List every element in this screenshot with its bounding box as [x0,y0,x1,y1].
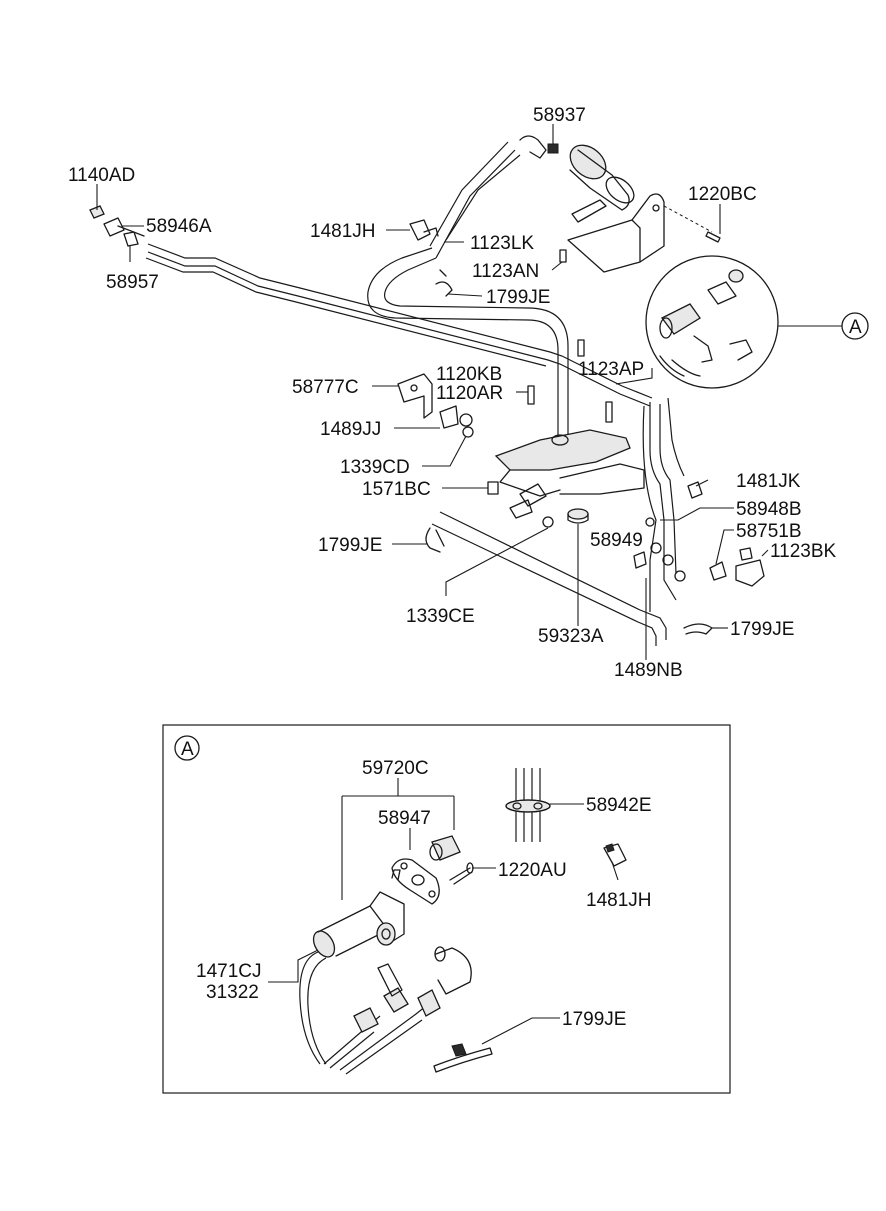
label-1120ar: 1120AR [436,383,503,404]
bracket-58751b [709,547,765,587]
label-1220bc: 1220BC [688,184,757,205]
label-58751b: 58751B [736,521,802,542]
detail-gasket [391,858,440,905]
label-58942e: 58942E [586,795,652,816]
label-1339cd: 1339CD [340,457,410,478]
leader-lines [96,124,842,660]
label-1489nb: 1489NB [614,660,683,681]
label-1220au: 1220AU [498,860,567,881]
clamp-1489jj [439,405,473,429]
label-58946a: 58946A [146,216,212,237]
detail-a-marker-circle [174,735,200,761]
label-58957: 58957 [106,272,159,293]
bolt-1571bc [487,481,499,495]
bracket-58777c [397,373,433,419]
detail-screw [449,862,474,885]
label-1339ce: 1339CE [406,606,475,627]
band-1799je-left [425,527,445,553]
detail-circle-a [645,255,779,389]
label-1120kb: 1120KB [436,364,502,385]
detail-hoses [299,946,472,1075]
label-ref-a: A [849,317,862,338]
label-58947: 58947 [378,808,431,829]
detail-a-leaders [268,778,619,1045]
clip-1481jk [687,481,703,499]
label-1123an: 1123AN [472,261,539,282]
canister-filter [519,135,635,223]
vent-hose-loop [367,141,569,440]
label-1123lk: 1123LK [470,233,534,254]
top-hardware [435,249,567,297]
label-1140ad: 1140AD [68,165,135,186]
label-1489jj: 1489JJ [320,419,381,440]
detail-solenoid [312,869,405,958]
detail-band [433,1043,493,1073]
label-58949: 58949 [590,530,643,551]
band-1799je-right [683,623,713,635]
label-1799je-left: 1799JE [318,535,382,556]
label-1471cj: 1471CJ [196,961,262,982]
clip-1481jh [409,219,439,241]
fuel-lines [145,243,667,646]
detail-grommet [505,768,551,842]
nut-1339ce [542,516,554,528]
label-58948b: 58948B [736,499,802,520]
bolts-center [527,339,613,423]
label-58777c: 58777C [292,377,359,398]
nut-1339cd [462,426,474,438]
detail-cap [429,835,461,861]
detail-a-marker: A [181,739,194,760]
detail-a-frame [162,724,731,1094]
grommet-59323a [567,508,589,524]
label-1481jh-detail: 1481JH [586,890,652,911]
right-harness [633,397,686,612]
label-1481jh-top: 1481JH [310,221,376,242]
label-59323a: 59323A [538,626,604,647]
label-59720c: 59720C [362,758,429,779]
label-1799je-right: 1799JE [730,619,794,640]
label-1799je-detail: 1799JE [562,1009,626,1030]
label-1123ap: 1123AP [578,359,644,380]
canister-bracket [567,193,721,273]
center-valve-assembly [494,429,645,519]
label-1799je-top: 1799JE [486,287,550,308]
label-31322: 31322 [206,982,259,1003]
ref-circle-a [841,312,869,340]
detail-clip [603,843,627,867]
label-1571bc: 1571BC [362,479,431,500]
label-1123bk: 1123BK [770,541,837,562]
label-1481jk: 1481JK [736,471,801,492]
label-58937: 58937 [533,105,586,126]
